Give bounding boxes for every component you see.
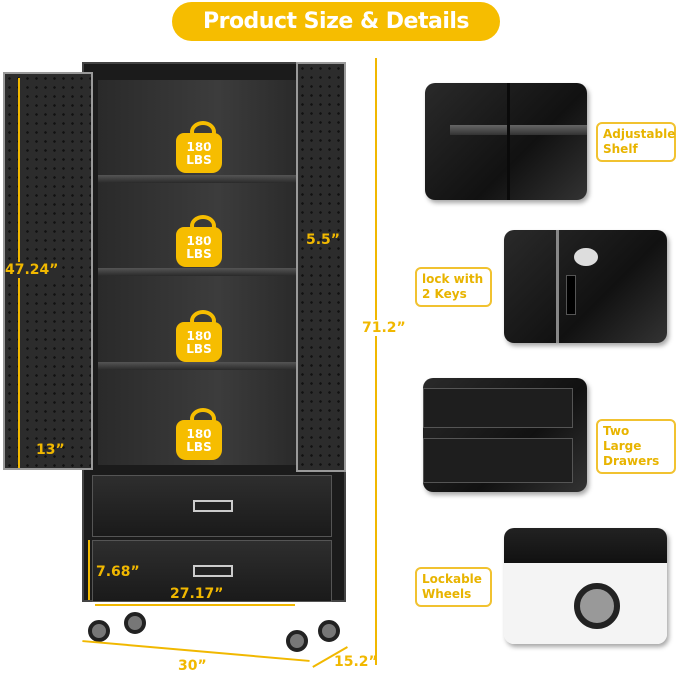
dim-door-height: 47.24” xyxy=(5,262,59,278)
wheel-icon xyxy=(88,620,110,642)
feature-label-adjustable-shelf: Adjustable Shelf xyxy=(596,122,676,162)
feature-label-lock: lock with 2 Keys xyxy=(415,267,492,307)
drawer-handle xyxy=(193,500,233,512)
lock-photo xyxy=(504,230,667,343)
dim-drawer-width: 27.17” xyxy=(170,586,224,602)
wheel-icon xyxy=(286,630,308,652)
lock-icon xyxy=(574,248,598,266)
dim-height: 71.2” xyxy=(362,320,406,336)
drawer-handle xyxy=(193,565,233,577)
dim-shelf-depth: 13” xyxy=(36,442,65,458)
feature-label-drawers: Two Large Drawers xyxy=(596,419,676,474)
feature-label-wheels: Lockable Wheels xyxy=(415,567,492,607)
dim-drawer-height: 7.68” xyxy=(96,564,140,580)
shelf xyxy=(98,268,298,276)
page-title: Product Size & Details xyxy=(172,2,500,41)
drawers-photo xyxy=(423,378,587,492)
key-icon xyxy=(566,275,576,315)
shelf xyxy=(98,175,298,183)
dim-depth: 15.2” xyxy=(334,654,378,670)
wheels-photo xyxy=(504,528,667,644)
height-line xyxy=(375,58,377,665)
drawer-width-line xyxy=(95,604,295,606)
wheel-icon xyxy=(124,612,146,634)
drawer-height-line xyxy=(88,540,90,600)
wheel-icon xyxy=(318,620,340,642)
shelf-photo xyxy=(425,83,587,200)
wheel-icon xyxy=(574,583,620,629)
shelf xyxy=(98,362,298,370)
drawer-top xyxy=(92,475,332,537)
dim-shelf-gap: 5.5” xyxy=(306,232,341,248)
right-door xyxy=(296,62,346,472)
drawer-bottom xyxy=(92,540,332,602)
dim-width: 30” xyxy=(178,658,207,674)
